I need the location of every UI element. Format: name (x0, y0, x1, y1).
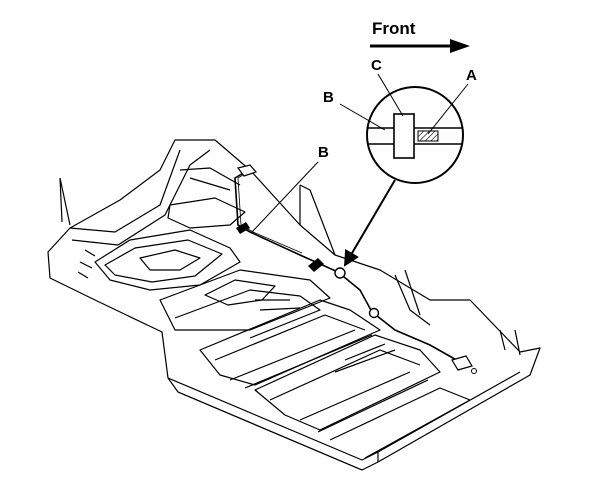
callout-b-detail: B (323, 89, 386, 131)
floor-pan (47, 139, 541, 471)
clip-c-shape (393, 113, 415, 159)
tape-a-shape (417, 130, 439, 142)
detail-leader-arrow (343, 179, 396, 267)
front-direction-indicator: Front (370, 19, 470, 53)
callout-b-detail-label: B (323, 89, 334, 106)
detail-magnifier (366, 86, 464, 184)
callout-c: C (371, 57, 404, 117)
callout-c-label: C (371, 57, 382, 74)
callout-a: A (427, 67, 477, 135)
front-arrow-icon (370, 39, 470, 53)
harness-clip-1 (236, 222, 250, 234)
callout-b-main-label: B (318, 144, 329, 161)
front-label: Front (372, 19, 416, 38)
harness-grommet-2 (368, 307, 380, 319)
callout-a-label: A (466, 67, 477, 84)
harness-connector-rear (236, 164, 258, 177)
harness-grommet (334, 267, 346, 279)
harness-clip-2 (308, 258, 324, 272)
harness-connector-front (451, 355, 477, 374)
callout-b-main: B (251, 144, 329, 233)
